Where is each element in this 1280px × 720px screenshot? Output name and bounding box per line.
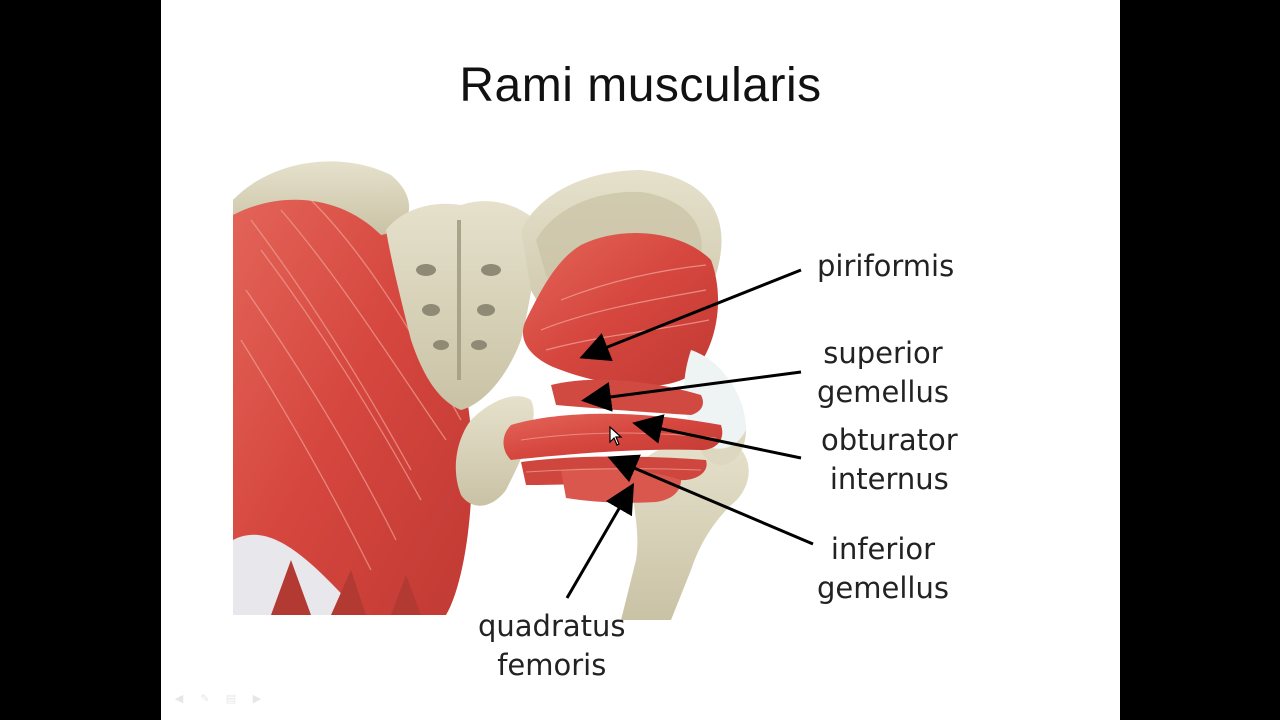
next-icon[interactable]: ▶ [252, 691, 262, 705]
label-obturator-internus: obturator internus [821, 423, 958, 496]
label-quadratus-femoris: quadratus femoris [478, 609, 626, 682]
arrow-quadratus-femoris [565, 482, 635, 599]
prev-icon[interactable]: ◀ [174, 691, 184, 705]
pen-icon[interactable]: ✎ [200, 691, 210, 705]
label-piriformis: piriformis [817, 249, 955, 283]
superior-gemellus-muscle [551, 379, 703, 415]
label-superior-gemellus: superior gemellus [817, 336, 949, 409]
sacrum [386, 201, 541, 410]
slide-title: Rami muscularis [459, 59, 822, 112]
label-arrows [565, 268, 814, 599]
slideshow-controls: ◀ ✎ ▤ ▶ [171, 691, 265, 705]
menu-icon[interactable]: ▤ [225, 691, 237, 705]
arrow-piriformis [579, 268, 802, 362]
mouse-cursor-icon [609, 426, 623, 446]
ischium [455, 396, 534, 506]
piriformis-muscle [522, 233, 719, 387]
label-inferior-gemellus: inferior gemellus [817, 532, 949, 605]
iliac-bone-left [233, 161, 410, 235]
arrow-obturator-internus [632, 414, 802, 460]
presentation-slide: Rami muscularis [161, 0, 1120, 720]
arrow-superior-gemellus [581, 370, 802, 412]
arrow-inferior-gemellus [607, 454, 814, 546]
pelvis-muscle-illustration [233, 161, 814, 620]
